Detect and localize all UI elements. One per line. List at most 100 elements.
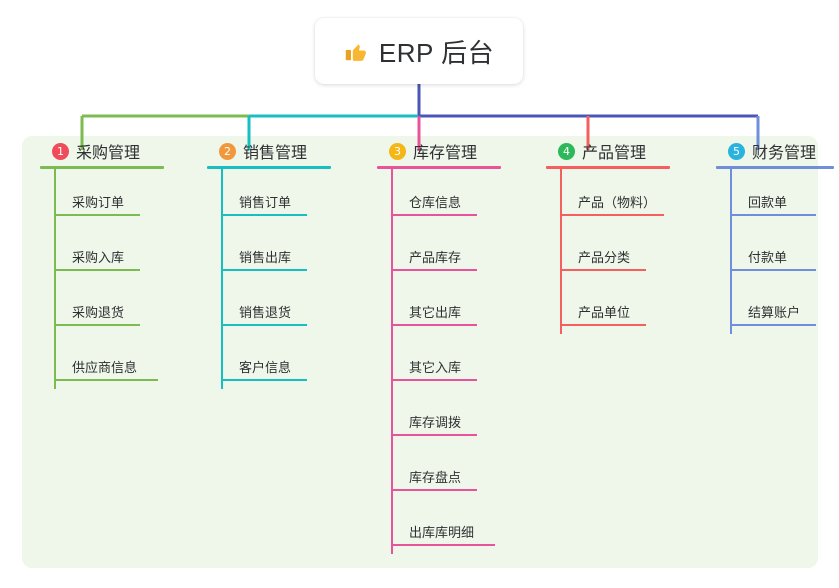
branch-item-label: 其它出库 [409, 305, 462, 320]
branch-item-label: 客户信息 [239, 360, 292, 375]
branch-item-label: 采购退货 [72, 305, 125, 320]
branch-header-1[interactable]: 1 采购管理 [38, 136, 188, 166]
branch-item-rule [560, 214, 664, 216]
branch-item[interactable]: 采购退货 [54, 279, 188, 334]
branch-title-4: 产品管理 [582, 145, 647, 162]
branch-column-3: 3 库存管理仓库信息产品库存其它出库其它入库库存调拨库存盘点出库库明细 [375, 136, 525, 554]
branch-item[interactable]: 结算账户 [730, 279, 839, 334]
branch-header-3[interactable]: 3 库存管理 [375, 136, 525, 166]
branch-rule-5 [716, 166, 834, 169]
branch-item-rule [221, 214, 307, 216]
branch-badge-2: 2 [219, 142, 236, 160]
branch-rule-1 [40, 166, 164, 169]
branch-rule-3 [377, 166, 501, 169]
branch-item-rule [560, 269, 646, 271]
branch-stem-1 [54, 169, 56, 389]
branch-title-1: 采购管理 [76, 145, 141, 162]
branch-item[interactable]: 产品分类 [560, 224, 694, 279]
branch-item-rule [730, 269, 816, 271]
branch-item-rule [221, 269, 307, 271]
branch-item-rule [391, 489, 477, 491]
branch-item-label: 库存盘点 [409, 470, 462, 485]
branch-item[interactable]: 采购入库 [54, 224, 188, 279]
branch-item-label: 采购入库 [72, 250, 125, 265]
branch-item[interactable]: 库存盘点 [391, 444, 525, 499]
branch-item-label: 仓库信息 [409, 195, 462, 210]
branch-item[interactable]: 产品库存 [391, 224, 525, 279]
branch-header-2[interactable]: 2 销售管理 [205, 136, 355, 166]
branch-item-label: 销售订单 [239, 195, 292, 210]
branch-item-label: 销售出库 [239, 250, 292, 265]
branch-item[interactable]: 付款单 [730, 224, 839, 279]
branch-item-rule [54, 214, 140, 216]
branch-item[interactable]: 销售出库 [221, 224, 355, 279]
branch-stem-2 [221, 169, 223, 389]
branch-item-label: 出库库明细 [409, 525, 475, 540]
branch-item[interactable]: 产品（物料） [560, 169, 694, 224]
branch-item[interactable]: 供应商信息 [54, 334, 188, 389]
branch-item[interactable]: 库存调拨 [391, 389, 525, 444]
branch-badge-3: 3 [389, 142, 406, 160]
branch-items-5: 回款单付款单结算账户 [730, 169, 839, 334]
branch-badge-1: 1 [52, 142, 69, 160]
branch-rule-4 [546, 166, 670, 169]
branch-item-rule [391, 269, 477, 271]
branch-item-label: 产品单位 [578, 305, 631, 320]
root-node[interactable]: ERP 后台 [315, 18, 523, 84]
branch-item-rule [221, 379, 307, 381]
branch-column-1: 1 采购管理采购订单采购入库采购退货供应商信息 [38, 136, 188, 389]
branch-item-rule [391, 214, 477, 216]
branch-item-label: 库存调拨 [409, 415, 462, 430]
branch-columns: 1 采购管理采购订单采购入库采购退货供应商信息 2 销售管理销售订单销售出库销售退货客… [22, 136, 834, 568]
branch-item-rule [54, 324, 140, 326]
branch-items-3: 仓库信息产品库存其它出库其它入库库存调拨库存盘点出库库明细 [391, 169, 525, 554]
branch-item-label: 产品库存 [409, 250, 462, 265]
branch-item[interactable]: 出库库明细 [391, 499, 525, 554]
branch-item[interactable]: 采购订单 [54, 169, 188, 224]
branch-item-label: 其它入库 [409, 360, 462, 375]
branch-item[interactable]: 仓库信息 [391, 169, 525, 224]
branch-item-rule [391, 434, 477, 436]
branch-items-1: 采购订单采购入库采购退货供应商信息 [54, 169, 188, 389]
branch-item-rule [221, 324, 307, 326]
branch-items-2: 销售订单销售出库销售退货客户信息 [221, 169, 355, 389]
branch-item-label: 供应商信息 [72, 360, 138, 375]
branch-item[interactable]: 客户信息 [221, 334, 355, 389]
branch-column-4: 4 产品管理产品（物料） 产品分类产品单位 [544, 136, 694, 334]
branch-item-label: 结算账户 [748, 305, 801, 320]
branch-item[interactable]: 销售退货 [221, 279, 355, 334]
branch-item-label: 产品（物料） [578, 195, 657, 210]
root-title: ERP 后台 [378, 37, 495, 68]
branch-rule-2 [207, 166, 331, 169]
thumbs-up-icon [344, 39, 369, 64]
branch-item-rule [391, 379, 477, 381]
branch-header-4[interactable]: 4 产品管理 [544, 136, 694, 166]
branch-item-rule [391, 544, 495, 546]
branch-badge-4: 4 [558, 142, 575, 160]
branch-item[interactable]: 产品单位 [560, 279, 694, 334]
branch-item-rule [54, 269, 140, 271]
branch-title-3: 库存管理 [413, 145, 478, 162]
branch-item-label: 产品分类 [578, 250, 631, 265]
branch-item[interactable]: 销售订单 [221, 169, 355, 224]
branch-item[interactable]: 其它入库 [391, 334, 525, 389]
branch-title-2: 销售管理 [243, 145, 308, 162]
branch-item-label: 销售退货 [239, 305, 292, 320]
branch-items-4: 产品（物料） 产品分类产品单位 [560, 169, 694, 334]
branch-item-label: 采购订单 [72, 195, 125, 210]
diagram-canvas [22, 136, 818, 568]
branch-column-2: 2 销售管理销售订单销售出库销售退货客户信息 [205, 136, 355, 389]
branch-item-rule [560, 324, 646, 326]
branch-item-rule [730, 324, 816, 326]
branch-item-label: 回款单 [748, 195, 788, 210]
branch-stem-3 [391, 169, 393, 554]
branch-item-label: 付款单 [748, 250, 788, 265]
branch-title-5: 财务管理 [752, 145, 817, 162]
branch-item[interactable]: 其它出库 [391, 279, 525, 334]
branch-item-rule [730, 214, 816, 216]
branch-stem-5 [730, 169, 732, 334]
branch-item-rule [391, 324, 477, 326]
branch-item[interactable]: 回款单 [730, 169, 839, 224]
